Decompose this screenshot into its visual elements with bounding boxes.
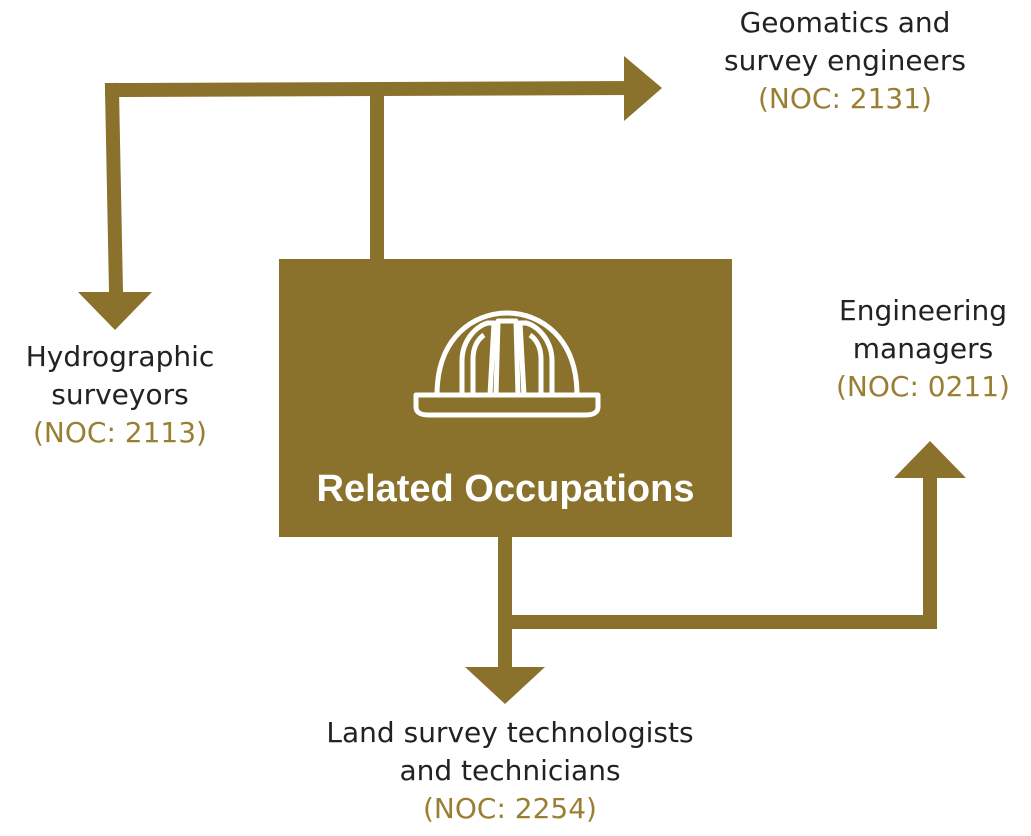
occupation-noc-code: (NOC: 2113) [33, 416, 207, 449]
center-title: Related Occupations [316, 468, 695, 510]
connector-left-vertical [104, 82, 124, 300]
occupation-name-line2: surveyors [51, 378, 189, 411]
occupation-noc-code: (NOC: 0211) [836, 370, 1010, 403]
occupation-name-line1: Geomatics and [739, 6, 951, 39]
connector-bottom [498, 471, 937, 674]
occupation-name-line2: and technicians [399, 754, 621, 787]
arrowhead-right-geomatics [624, 56, 662, 121]
occupation-noc-code: (NOC: 2131) [758, 82, 932, 115]
occupation-noc-code: (NOC: 2254) [423, 792, 597, 825]
arrowhead-down-land-survey [465, 667, 545, 704]
occupation-name-line1: Engineering [839, 294, 1007, 327]
arrowhead-up-engineering-managers [894, 441, 966, 478]
occupation-name-line2: survey engineers [724, 44, 966, 77]
connector-top [104, 80, 636, 300]
arrowhead-down-hydrographic [78, 292, 152, 330]
occupation-engineering-managers: Engineering managers (NOC: 0211) [815, 292, 1031, 406]
hard-hat-icon [413, 310, 601, 418]
occupation-hydrographic: Hydrographic surveyors (NOC: 2113) [0, 338, 240, 452]
occupation-name-line2: managers [852, 332, 994, 365]
center-box: Related Occupations [279, 259, 732, 537]
occupation-name-line1: Hydrographic [25, 340, 215, 373]
occupation-name-line1: Land survey technologists [326, 716, 694, 749]
occupation-land-survey: Land survey technologists and technician… [300, 714, 720, 828]
occupation-geomatics: Geomatics and survey engineers (NOC: 213… [680, 4, 1010, 118]
connector-top-horizontal [104, 80, 636, 98]
